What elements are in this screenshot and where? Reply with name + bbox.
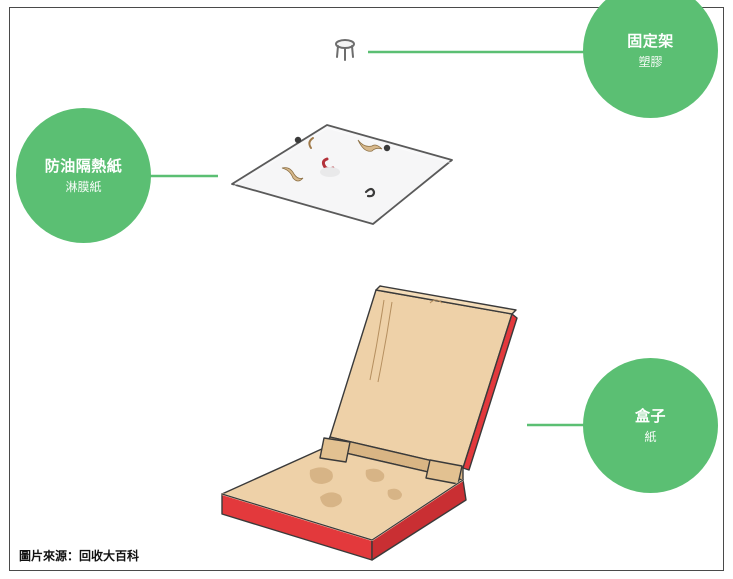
image-credit: 圖片來源：回收大百科	[19, 549, 140, 563]
liner-label-badge: 防油隔熱紙 淋膜紙	[16, 108, 151, 243]
stand-label-badge: 固定架 塑膠	[583, 0, 718, 118]
box-label-badge: 盒子 紙	[583, 358, 718, 493]
pizza-saver-icon	[335, 39, 355, 61]
box-title: 盒子	[634, 407, 666, 425]
liner-title: 防油隔熱紙	[44, 157, 123, 175]
box-material: 紙	[644, 430, 657, 444]
stand-material: 塑膠	[638, 55, 663, 69]
greaseproof-paper-icon	[230, 124, 454, 228]
pizza-box-icon	[221, 285, 518, 561]
diagram-frame	[9, 7, 724, 571]
stand-title: 固定架	[627, 32, 674, 50]
liner-material: 淋膜紙	[65, 180, 102, 194]
